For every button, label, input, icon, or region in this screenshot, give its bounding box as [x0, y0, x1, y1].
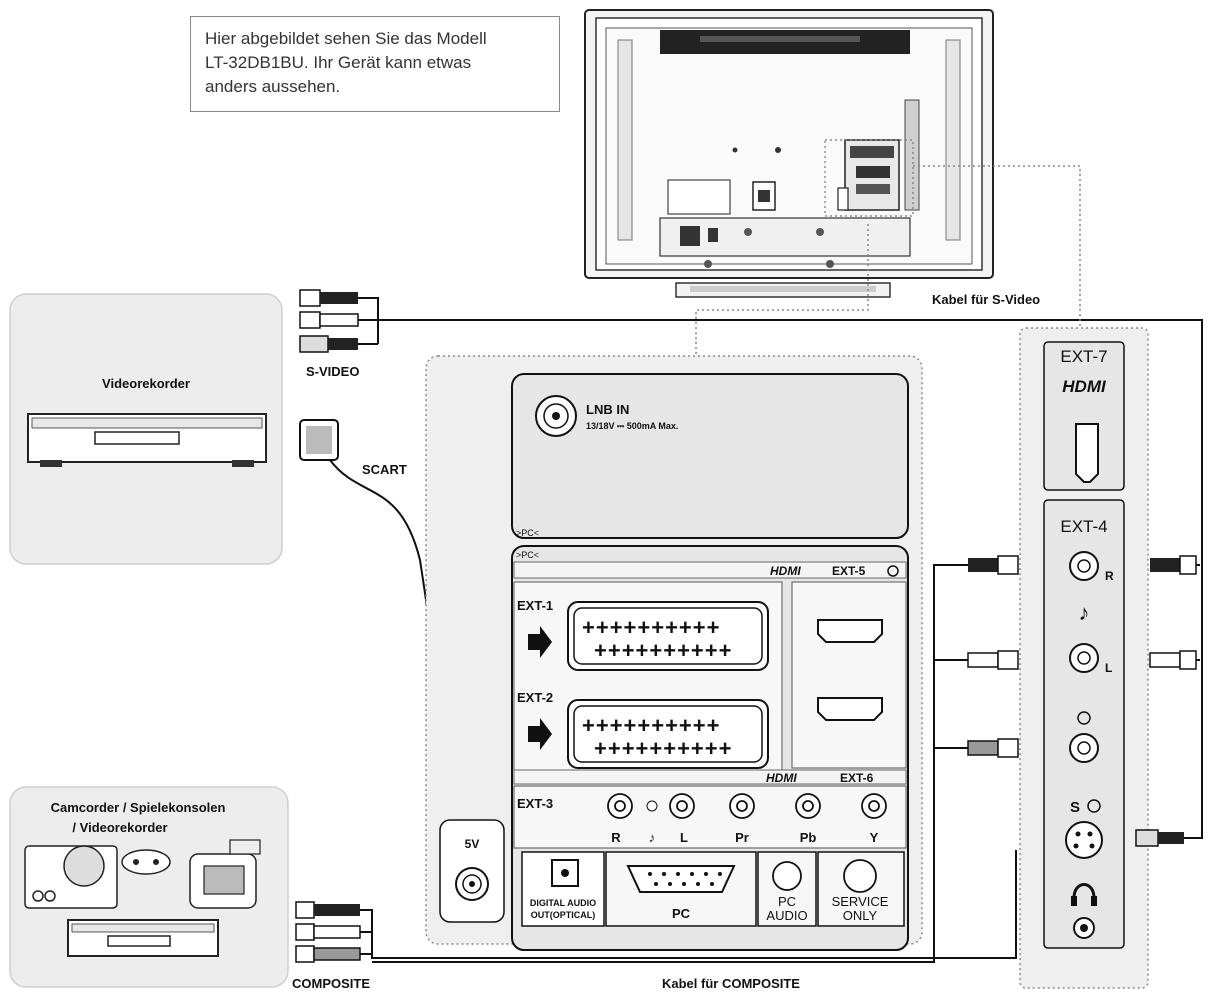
ext3-label: EXT-3	[517, 796, 553, 811]
ext5-label: EXT-5	[832, 564, 866, 578]
note-line-2: LT-32DB1BU. Ihr Gerät kann etwas	[205, 53, 472, 72]
main-terminal-panel: LNB IN 13/18V ⎓ 500mA Max. >PC< >PC< HDM…	[425, 355, 923, 951]
ext2-label: EXT-2	[517, 690, 553, 705]
ext1-pins-row2: ++++++++++	[594, 638, 732, 663]
side-plugs	[967, 555, 1197, 847]
ext2-pins-row1: ++++++++++	[582, 713, 720, 738]
videorecorder-panel: Videorekorder	[9, 293, 283, 565]
ext1-arrow-icon	[528, 626, 552, 658]
ext1-pins-row1: ++++++++++	[582, 615, 720, 640]
composite-cable-label: Kabel für COMPOSITE	[662, 976, 800, 991]
composite-plugs: COMPOSITE	[292, 901, 370, 991]
hdmi-port-ext6	[817, 697, 883, 721]
ext3-l-label: L	[680, 830, 688, 845]
ext2-pins-row2: ++++++++++	[594, 736, 732, 761]
ext3-pb-label: Pb	[800, 830, 817, 845]
vga-pins	[648, 872, 722, 886]
camcorder-panel: Camcorder / Spielekonsolen / Videorekord…	[9, 786, 289, 988]
ext3-jacks	[607, 793, 887, 819]
camcorder-label-line2: / Videorekorder	[72, 820, 167, 835]
power-5v-label: 5V	[465, 837, 480, 851]
hdmi-logo-ext5: HDMI	[770, 564, 801, 578]
lnb-spec-label: 13/18V ⎓ 500mA Max.	[586, 421, 678, 431]
pc-audio-label-1: PC	[778, 894, 796, 909]
hdmi-logo-ext6: HDMI	[766, 771, 797, 785]
ext3-r-label: R	[611, 830, 621, 845]
hdmi-port-ext7	[1075, 423, 1099, 483]
lnb-in-label: LNB IN	[586, 402, 629, 417]
scart-label: SCART	[362, 462, 407, 477]
tv-rear-view	[584, 9, 994, 298]
hdmi-port-ext5	[817, 619, 883, 643]
ext3-y-label: Y	[870, 830, 879, 845]
composite-cable-line	[360, 850, 1017, 959]
note-line-3: anders aussehen.	[205, 77, 341, 96]
ext1-label: EXT-1	[517, 598, 553, 613]
ext4-label: EXT-4	[1060, 517, 1107, 536]
headphone-icon	[1072, 883, 1096, 899]
ext7-label: EXT-7	[1060, 347, 1107, 366]
videorecorder-label: Videorekorder	[102, 376, 190, 391]
note-line-1: Hier abgebildet sehen Sie das Modell	[205, 29, 487, 48]
ext4-video-input-icon	[1077, 711, 1091, 725]
svideo-cable-line	[358, 297, 1203, 839]
hdmi-logo-ext7: HDMI	[1062, 377, 1107, 396]
svideo-plugs: S-VIDEO	[299, 289, 359, 379]
ext4-svideo-label: S	[1070, 799, 1080, 816]
camcorder-label-line1: Camcorder / Spielekonsolen	[51, 800, 226, 815]
ext6-label: EXT-6	[840, 771, 874, 785]
ext3-music-icon: ♪	[649, 830, 656, 845]
side-terminal-panel: EXT-7 HDMI EXT-4 R ♪ L S	[1019, 327, 1149, 989]
svideo-cable-label: Kabel für S-Video	[932, 292, 1040, 307]
ext3-pr-label: Pr	[735, 830, 749, 845]
pc-marker-top: >PC<	[516, 528, 539, 538]
digital-audio-label-1: DIGITAL AUDIO	[530, 898, 596, 908]
model-note: Hier abgebildet sehen Sie das Modell LT-…	[190, 16, 560, 112]
pc-audio-label-2: AUDIO	[766, 908, 807, 923]
digital-audio-label-2: OUT(OPTICAL)	[531, 910, 596, 920]
ext4-l-label: L	[1105, 661, 1112, 675]
svideo-jack-label: S-VIDEO	[306, 364, 359, 379]
ext4-svideo-port	[1065, 821, 1103, 859]
ext4-r-label: R	[1105, 569, 1114, 583]
service-label-2: ONLY	[843, 908, 878, 923]
service-label-1: SERVICE	[832, 894, 889, 909]
composite-label: COMPOSITE	[292, 976, 370, 991]
pc-label: PC	[672, 906, 691, 921]
ext4-music-icon: ♪	[1079, 600, 1090, 625]
ext2-arrow-icon	[528, 718, 552, 750]
vga-port	[626, 865, 736, 893]
pc-marker-bottom: >PC<	[516, 550, 539, 560]
dotted-guides	[695, 165, 1081, 356]
